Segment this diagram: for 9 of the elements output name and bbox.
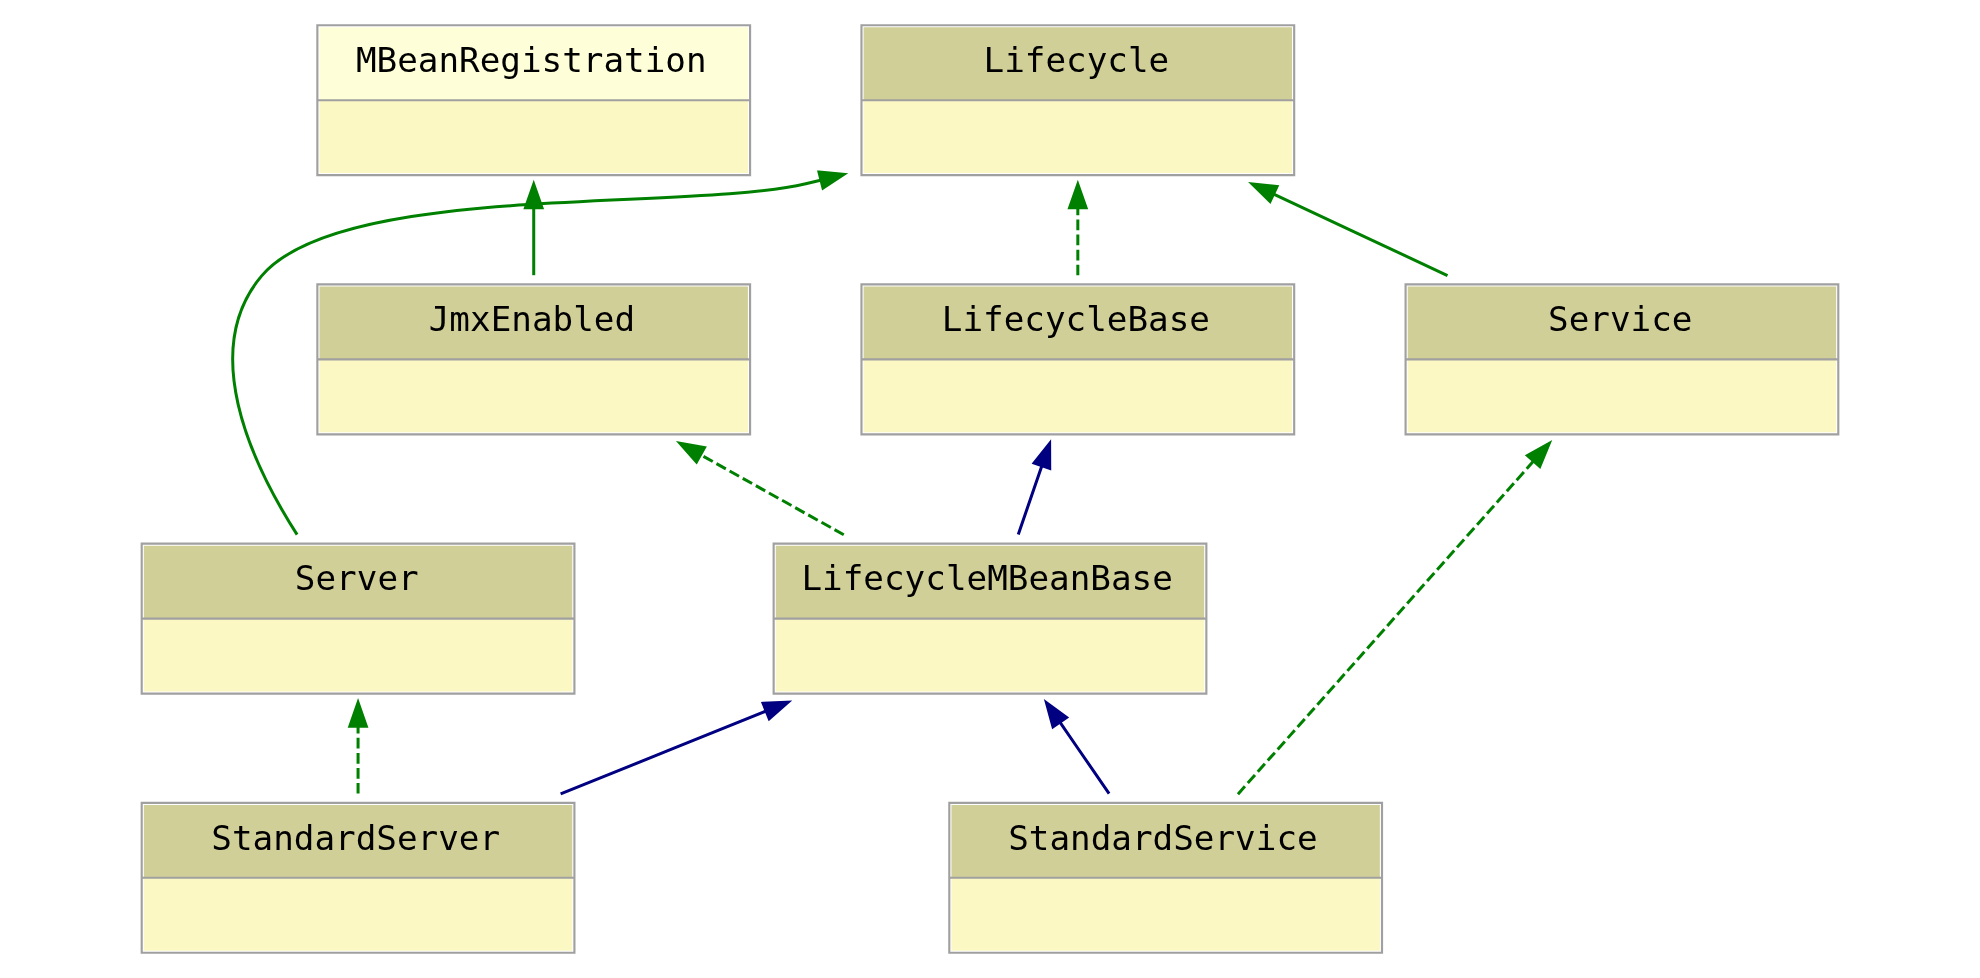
arrow — [560, 700, 793, 796]
arrow — [1236, 440, 1553, 796]
arrow — [347, 698, 369, 794]
arrow — [1248, 182, 1449, 277]
arrow — [231, 170, 849, 536]
arrow — [1043, 698, 1111, 795]
arrow — [1067, 179, 1089, 276]
arrow — [1016, 439, 1052, 535]
arrow — [675, 441, 845, 537]
